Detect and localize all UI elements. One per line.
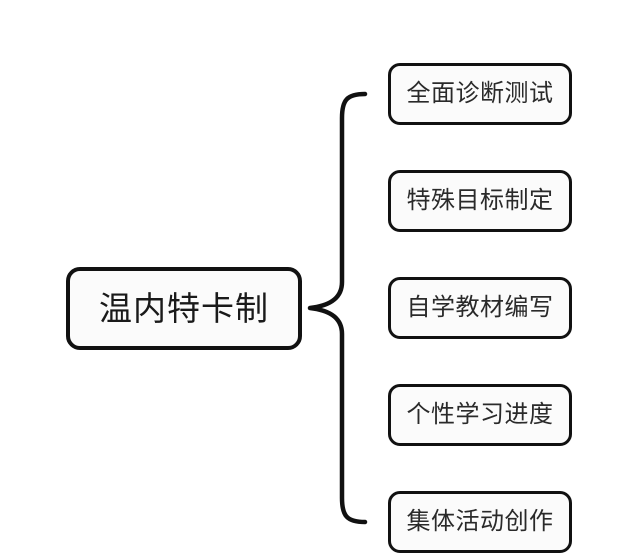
brace-connector-icon	[307, 91, 368, 525]
child-node[interactable]: 自学教材编写	[388, 277, 572, 339]
root-node-label: 温内特卡制	[99, 290, 269, 327]
child-node-label: 集体活动创作	[406, 508, 554, 535]
child-node-label: 特殊目标制定	[406, 187, 554, 214]
child-node[interactable]: 全面诊断测试	[388, 63, 572, 125]
child-node[interactable]: 个性学习进度	[388, 384, 572, 446]
child-node-label: 全面诊断测试	[406, 80, 554, 107]
root-node[interactable]: 温内特卡制	[66, 267, 302, 350]
child-node-label: 自学教材编写	[406, 294, 554, 321]
child-node-label: 个性学习进度	[406, 401, 554, 428]
child-node[interactable]: 特殊目标制定	[388, 170, 572, 232]
child-node[interactable]: 集体活动创作	[388, 491, 572, 553]
